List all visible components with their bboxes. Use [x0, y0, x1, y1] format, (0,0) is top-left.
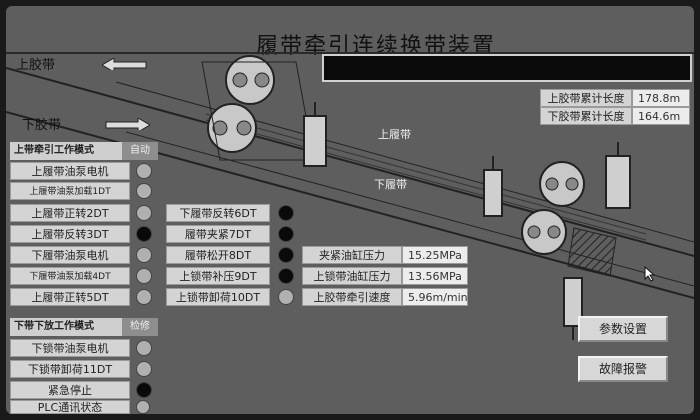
- status-lamp-icon: [136, 163, 152, 179]
- hmi-screen: 履带牵引连续换带装置 上胶带 下胶带 上履带 下履带 上胶带累计长度 178.8…: [6, 6, 694, 414]
- upper-length-value: 178.8m: [632, 89, 690, 107]
- status-lamp-icon: [278, 289, 294, 305]
- status-label: 上履带正转2DT: [10, 204, 130, 222]
- alarm-button[interactable]: 故障报警: [578, 356, 668, 382]
- lock-pressure-label: 上锁带油缸压力: [302, 267, 402, 285]
- status-lamp-icon: [136, 361, 152, 377]
- status-lamp-icon: [278, 247, 294, 263]
- traction-speed-value: 5.96m/min: [402, 288, 468, 306]
- status-label: 履带松开8DT: [166, 246, 270, 264]
- lower-mode-header: 下带下放工作模式: [10, 318, 122, 336]
- status-label: 下履带油泵加载4DT: [10, 267, 130, 285]
- lower-mode-tag: 检修: [122, 318, 158, 336]
- status-label: 上履带正转5DT: [10, 288, 130, 306]
- lower-track-label: 下履带: [374, 178, 407, 191]
- lower-length-value: 164.6m: [632, 107, 690, 125]
- lower-length-label: 下胶带累计长度: [540, 107, 632, 125]
- upper-belt-label: 上胶带: [16, 58, 56, 73]
- upper-length-label: 上胶带累计长度: [540, 89, 632, 107]
- message-display: [322, 54, 692, 82]
- status-lamp-icon: [136, 247, 152, 263]
- status-label: 上锁带卸荷10DT: [166, 288, 270, 306]
- status-label: 下锁带卸荷11DT: [10, 360, 130, 378]
- arrow-left-icon: [102, 58, 147, 70]
- status-label: 履带夹紧7DT: [166, 225, 270, 243]
- status-lamp-icon: [278, 226, 294, 242]
- status-lamp-icon: [136, 382, 152, 398]
- belt-schematic: [6, 55, 694, 340]
- status-lamp-icon: [136, 226, 152, 242]
- status-label: 下履带反转6DT: [166, 204, 270, 222]
- lock-pressure-value: 13.56MPa: [402, 267, 468, 285]
- pulley: [207, 55, 585, 255]
- upper-mode-header: 上带牵引工作模式: [10, 142, 122, 160]
- status-lamp-icon: [136, 268, 152, 284]
- upper-mode-tag: 自动: [122, 142, 158, 160]
- status-label: 上履带油泵加载1DT: [10, 182, 130, 200]
- title-divider: [6, 52, 694, 54]
- lower-belt-label: 下胶带: [22, 118, 62, 133]
- cursor-icon: [644, 266, 656, 282]
- status-lamp-icon: [136, 400, 150, 414]
- status-lamp-icon: [136, 289, 152, 305]
- status-lamp-icon: [136, 183, 152, 199]
- status-label: 上履带油泵电机: [10, 162, 130, 180]
- status-label: 紧急停止: [10, 381, 130, 399]
- status-lamp-icon: [278, 205, 294, 221]
- status-label: 上履带反转3DT: [10, 225, 130, 243]
- status-label: PLC通讯状态: [10, 400, 130, 414]
- status-lamp-icon: [278, 268, 294, 284]
- status-label: 下锁带油泵电机: [10, 339, 130, 357]
- status-label: 上锁带补压9DT: [166, 267, 270, 285]
- status-lamp-icon: [136, 205, 152, 221]
- clamp-pressure-value: 15.25MPa: [402, 246, 468, 264]
- params-button[interactable]: 参数设置: [578, 316, 668, 342]
- status-lamp-icon: [136, 340, 152, 356]
- traction-speed-label: 上胶带牵引速度: [302, 288, 402, 306]
- upper-track-label: 上履带: [378, 128, 411, 141]
- arrow-right-icon: [105, 118, 150, 130]
- status-label: 下履带油泵电机: [10, 246, 130, 264]
- clamp-pressure-label: 夹紧油缸压力: [302, 246, 402, 264]
